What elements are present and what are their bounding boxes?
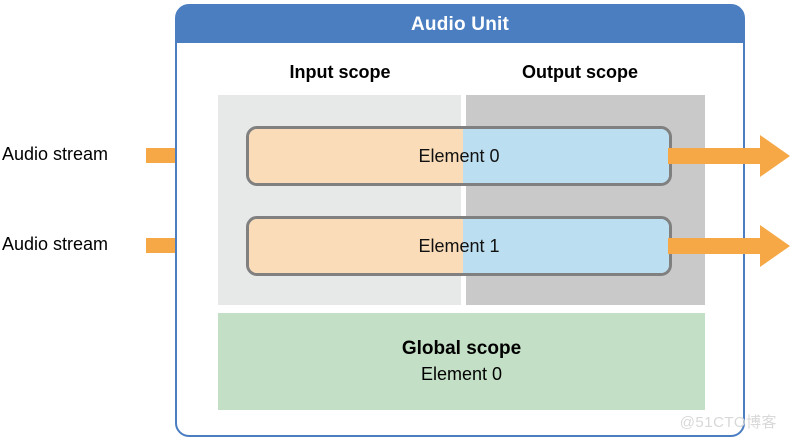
audio-stream-label-1: Audio stream <box>2 234 109 254</box>
input-scope-label: Input scope <box>289 62 391 82</box>
element-box-0: Element 0 <box>246 126 672 186</box>
element-1-input-half <box>249 219 463 273</box>
audio-unit-title: Audio Unit <box>177 6 743 43</box>
element-1-output-half <box>463 219 669 273</box>
global-scope-element-label: Element 0 <box>420 364 503 384</box>
output-arrow-1-icon <box>668 224 791 268</box>
global-scope-panel: Global scope Element 0 <box>218 313 705 410</box>
audio-stream-label-0: Audio stream <box>2 144 109 164</box>
global-scope-title: Global scope <box>401 338 522 359</box>
output-scope-label: Output scope <box>522 62 638 82</box>
element-0-output-half <box>463 129 669 183</box>
output-arrow-0-icon <box>668 134 791 178</box>
element-box-1: Element 1 <box>246 216 672 276</box>
element-0-input-half <box>249 129 463 183</box>
watermark: @51CTO博客 <box>679 414 777 431</box>
